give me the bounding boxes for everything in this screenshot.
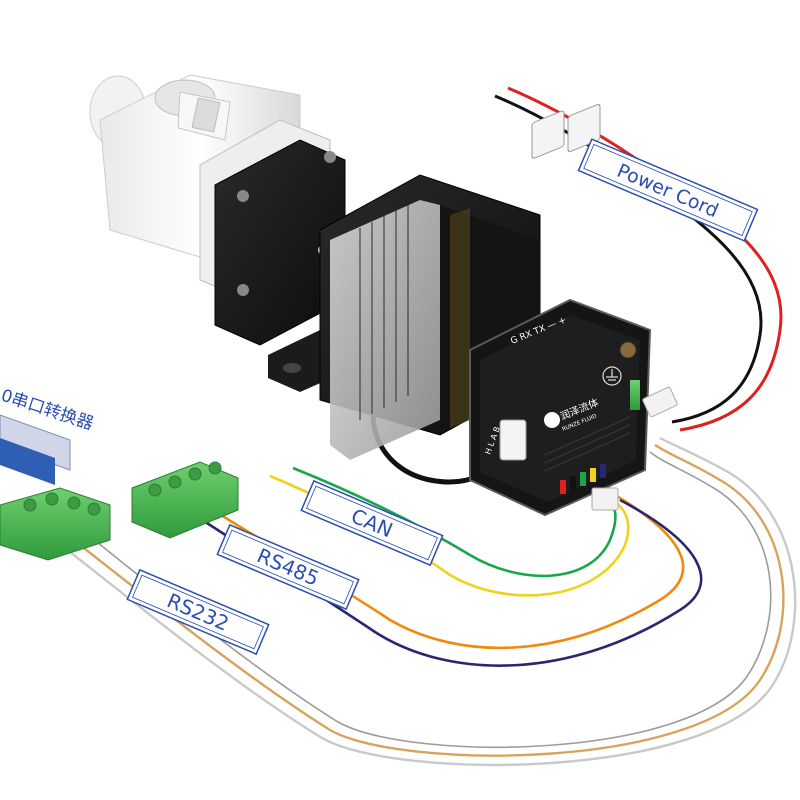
label-can: CAN [300, 479, 444, 567]
driver-board: G RX TX — + H L A B 润泽流体 RUNZE FLUID [469, 104, 678, 517]
label-rs232: RS232 [126, 568, 270, 656]
rs232-wire-dark [91, 451, 772, 748]
label-rs485: RS485 [216, 523, 360, 611]
port-connector-rx-tx [531, 110, 565, 159]
bottom-plug [591, 487, 619, 511]
screw-terminal-block-icon [131, 461, 239, 539]
ground-symbol-icon [602, 366, 622, 386]
power-plug [642, 386, 678, 418]
rs232-wire-grey [69, 436, 797, 767]
port-connector-can-485 [499, 419, 527, 461]
can-wire-green [292, 466, 617, 578]
motor-silver-ring [330, 200, 440, 460]
converter-terminal-block-icon [0, 487, 111, 561]
adjust-knob [619, 341, 637, 359]
serial-converter: 0串口转换器 [0, 386, 96, 485]
label-power-cord: Power Cord [577, 138, 759, 242]
rs232-wire-tan [79, 444, 785, 757]
